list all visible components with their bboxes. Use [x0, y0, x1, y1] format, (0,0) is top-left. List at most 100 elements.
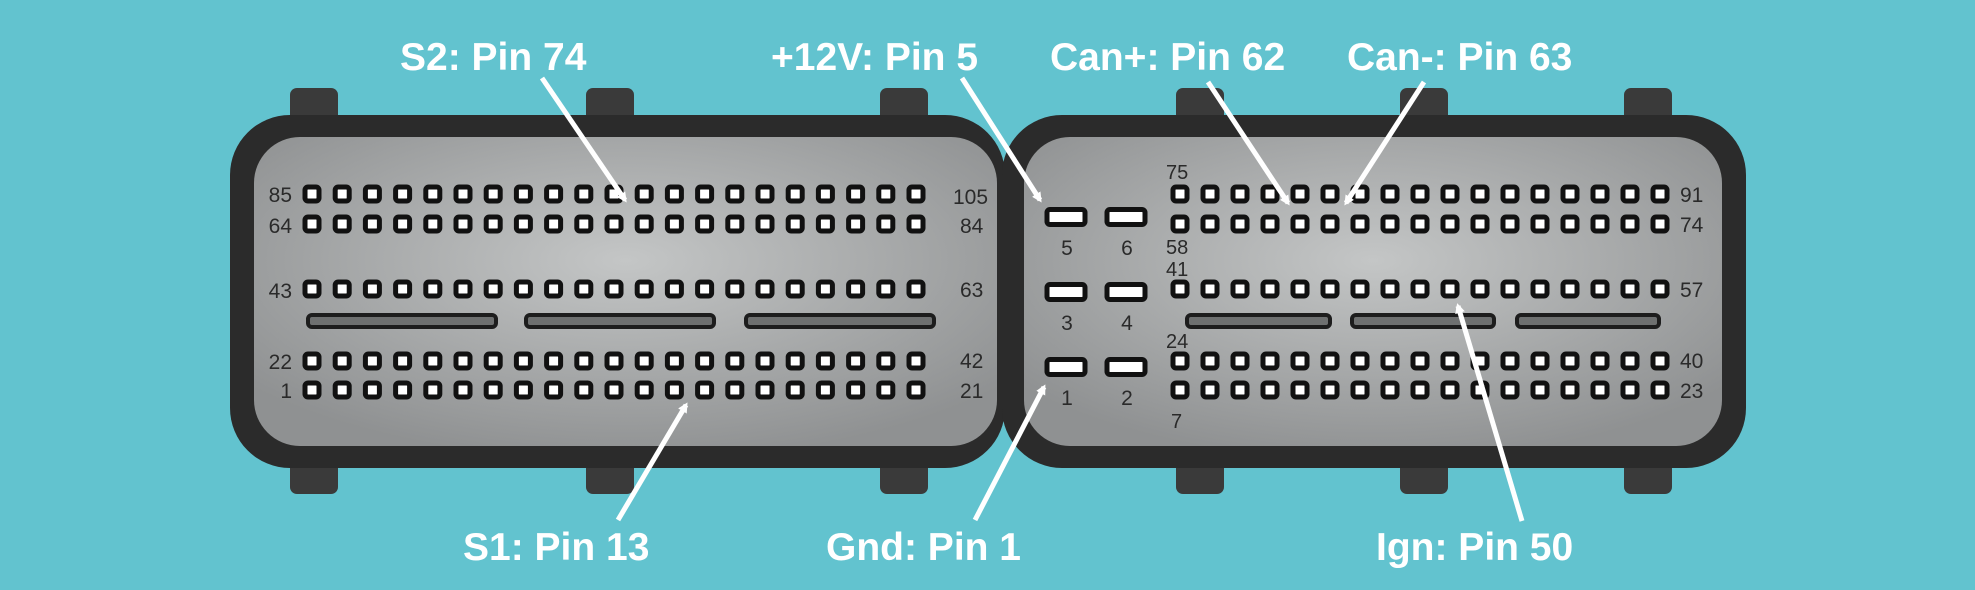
pin-socket: [1290, 184, 1310, 204]
pin-socket: [604, 351, 624, 371]
pin-socket: [906, 351, 926, 371]
pin-socket: [1290, 279, 1310, 299]
pin-socket: [725, 279, 745, 299]
pin-socket: [483, 351, 503, 371]
row-label-64: 64: [269, 215, 293, 238]
pin-socket: [1380, 214, 1400, 234]
pin-socket: [513, 351, 533, 371]
pin-socket: [1170, 214, 1190, 234]
callout-gnd: Gnd: Pin 1: [826, 526, 1021, 569]
pin-grid: [302, 184, 1670, 400]
pin-socket: [1410, 351, 1430, 371]
pin-socket: [634, 351, 654, 371]
pin-socket: [846, 279, 866, 299]
pin-socket: [1470, 279, 1490, 299]
pin-socket: [846, 214, 866, 234]
arrow-ign: [1455, 303, 1525, 522]
pin-socket: [1104, 357, 1148, 377]
pin-socket: [664, 184, 684, 204]
keying-slot: [744, 313, 936, 329]
arrow-can-plus: [1205, 80, 1291, 206]
pin-socket: [1320, 380, 1340, 400]
pin-socket: [815, 351, 835, 371]
pin-socket: [1200, 351, 1220, 371]
pin-socket: [634, 380, 654, 400]
pin-socket: [1470, 184, 1490, 204]
pin-socket: [483, 380, 503, 400]
row-label-23: 23: [1680, 380, 1703, 403]
pin-socket: [453, 184, 473, 204]
keying-slot: [306, 313, 498, 329]
arrow-s1: [615, 402, 689, 522]
pin-socket: [1230, 351, 1250, 371]
mounting-tab: [290, 460, 338, 494]
pin-socket: [815, 380, 835, 400]
pin-socket: [755, 351, 775, 371]
pin-socket: [1560, 380, 1580, 400]
pin-socket: [906, 279, 926, 299]
pin-label-4: 4: [1121, 312, 1133, 335]
pin-socket: [544, 351, 564, 371]
pin-socket: [1260, 351, 1280, 371]
pin-socket: [695, 380, 715, 400]
pin-socket: [362, 380, 382, 400]
pin-socket: [302, 351, 322, 371]
arrow-s2: [539, 76, 628, 203]
pin-socket: [785, 279, 805, 299]
pin-socket: [1380, 380, 1400, 400]
pin-socket: [664, 351, 684, 371]
mounting-tabs: [290, 88, 1672, 494]
pin-socket: [1320, 214, 1340, 234]
row-label-105: 105: [953, 186, 988, 209]
pin-socket: [332, 184, 352, 204]
pin-socket: [483, 214, 503, 234]
row-label-40: 40: [1680, 350, 1703, 373]
row-label-1: 1: [280, 380, 292, 403]
pin-socket: [1620, 279, 1640, 299]
pin-socket: [393, 184, 413, 204]
pin-socket: [1380, 279, 1400, 299]
pin-socket: [1530, 184, 1550, 204]
pin-socket: [1260, 380, 1280, 400]
pin-socket: [423, 214, 443, 234]
keying-slots: [306, 313, 1661, 329]
pin-socket: [1500, 184, 1520, 204]
pin-socket: [302, 184, 322, 204]
pin-socket: [1590, 184, 1610, 204]
pin-socket: [1200, 214, 1220, 234]
row-label-42: 42: [960, 350, 983, 373]
pin-socket: [1590, 380, 1610, 400]
pin-socket: [1044, 207, 1088, 227]
pin-socket: [785, 184, 805, 204]
mounting-tab: [1624, 88, 1672, 122]
row-label-41: 41: [1166, 259, 1188, 281]
pin-socket: [1410, 214, 1430, 234]
pin-socket: [302, 380, 322, 400]
pin-socket: [574, 214, 594, 234]
pin-socket: [453, 351, 473, 371]
pin-socket: [695, 279, 715, 299]
keying-slot: [1515, 313, 1661, 329]
pin-socket: [725, 351, 745, 371]
keying-slot: [1350, 313, 1496, 329]
pin-socket: [574, 279, 594, 299]
pin-socket: [574, 351, 594, 371]
pin-socket: [1500, 380, 1520, 400]
pin-socket: [1230, 214, 1250, 234]
pin-socket: [1620, 380, 1640, 400]
pin-socket: [1380, 184, 1400, 204]
pin-socket: [876, 184, 896, 204]
pin-socket: [1590, 351, 1610, 371]
pin-socket: [815, 214, 835, 234]
callout-12v: +12V: Pin 5: [771, 36, 978, 79]
callout-can-plus: Can+: Pin 62: [1050, 36, 1285, 79]
pin-socket: [664, 214, 684, 234]
pin-socket: [362, 214, 382, 234]
pin-socket: [1530, 279, 1550, 299]
mounting-tab: [880, 460, 928, 494]
pin-socket: [1620, 184, 1640, 204]
row-label-84: 84: [960, 215, 984, 238]
pin-socket: [1530, 351, 1550, 371]
pin-socket: [664, 279, 684, 299]
pin-socket: [1560, 214, 1580, 234]
